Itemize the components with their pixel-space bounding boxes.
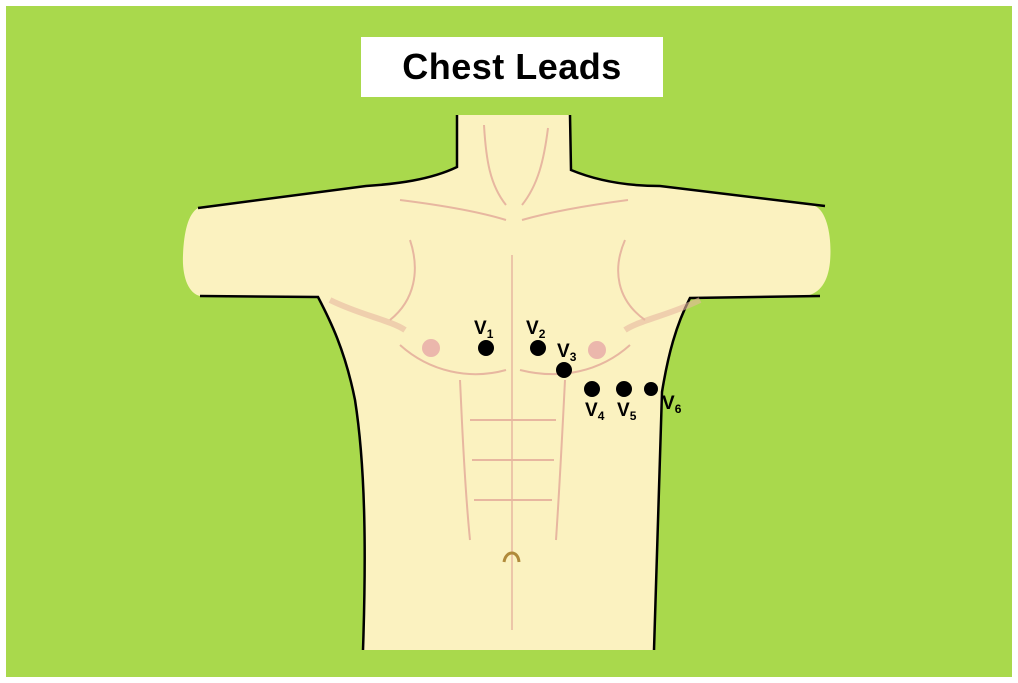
right-nipple <box>588 341 606 359</box>
electrode-v2 <box>530 340 546 356</box>
electrode-v6 <box>644 382 658 396</box>
electrode-v1 <box>478 340 494 356</box>
electrode-v3 <box>556 362 572 378</box>
electrode-v4 <box>584 381 600 397</box>
electrode-v5 <box>616 381 632 397</box>
left-nipple <box>422 339 440 357</box>
title-box: Chest Leads <box>361 37 663 97</box>
page-title: Chest Leads <box>402 46 622 88</box>
